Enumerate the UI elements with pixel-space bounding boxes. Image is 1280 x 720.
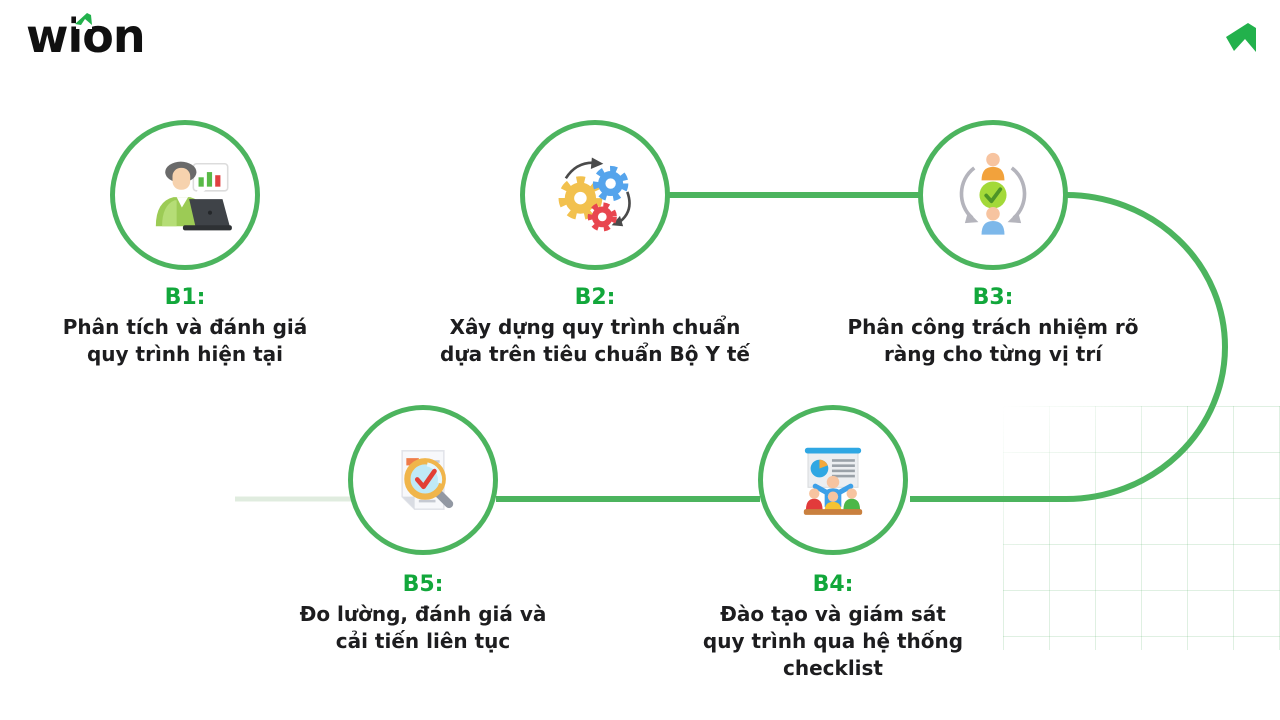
logo-text: wion (26, 9, 146, 63)
step-label-b4: B4: Đào tạo và giám sát quy trình qua hệ… (633, 571, 1033, 682)
dotted-grid-pattern (1003, 406, 1280, 650)
step-id-b4: B4: (812, 572, 854, 597)
step-node-b2 (520, 120, 670, 270)
step-label-b2: B2: Xây dựng quy trình chuẩn dựa trên ti… (395, 284, 795, 368)
brand-arrow-icon (1226, 23, 1256, 52)
step-text: quy trình qua hệ thống (702, 629, 964, 653)
step-id-b3: B3: (972, 285, 1014, 310)
training-presentation-icon (803, 447, 863, 515)
logo-arrow-mark-icon (75, 12, 92, 29)
analyst-laptop-chart-icon (155, 161, 232, 231)
step-label-b3: B3: Phân công trách nhiệm rõ ràng cho từ… (793, 284, 1193, 368)
step-text: checklist (783, 656, 883, 680)
step-text: quy trình hiện tại (86, 342, 284, 366)
step-text: Đào tạo và giám sát (720, 602, 946, 626)
step-label-b1: B1: Phân tích và đánh giá quy trình hiện… (0, 284, 385, 368)
step-text: Xây dựng quy trình chuẩn (449, 315, 741, 339)
step-text: Phân công trách nhiệm rõ (847, 315, 1139, 339)
wion-logo: wion (26, 6, 206, 66)
step-text: Đo lường, đánh giá và (299, 602, 547, 626)
step-text: Phân tích và đánh giá (62, 315, 308, 339)
step-node-b3 (918, 120, 1068, 270)
document-magnifier-check-icon (401, 450, 454, 510)
step-id-b2: B2: (574, 285, 616, 310)
step-text: cải tiến liên tục (335, 629, 511, 653)
step-id-b5: B5: (402, 572, 444, 597)
step-node-b5 (348, 405, 498, 555)
three-gears-arrows-icon (558, 157, 631, 232)
step-id-b1: B1: (164, 285, 206, 310)
step-label-b5: B5: Đo lường, đánh giá và cải tiến liên … (223, 571, 623, 655)
step-text: dựa trên tiêu chuẩn Bộ Y tế (440, 342, 750, 366)
people-sync-check-icon (959, 152, 1027, 235)
step-text: ràng cho từng vị trí (883, 342, 1103, 366)
step-node-b1 (110, 120, 260, 270)
step-node-b4 (758, 405, 908, 555)
